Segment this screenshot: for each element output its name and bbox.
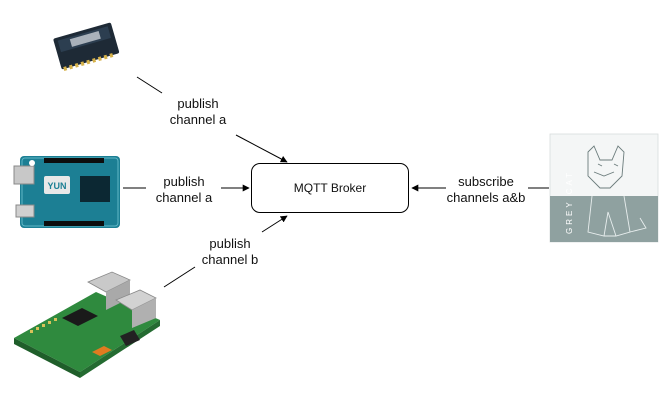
rpi-publish-line2: channel b xyxy=(201,252,259,267)
arduino-publish-line1: publish xyxy=(163,174,205,189)
esp-publish-line2: channel a xyxy=(169,112,227,127)
esp-publish-arrow xyxy=(235,134,288,163)
mqtt-broker-node: MQTT Broker xyxy=(251,163,409,213)
arduino-publish-label: publish channel a xyxy=(136,174,232,206)
rpi-publish-label: publish channel b xyxy=(182,236,278,268)
greycat-subscribe-line2: channels a&b xyxy=(446,190,526,205)
greycat-subscribe-label: subscribe channels a&b xyxy=(436,174,536,206)
grey-cat-logo-icon: GREY CAT xyxy=(549,133,659,243)
rpi-publish-arrow xyxy=(261,215,288,233)
arduino-yun-board-icon: YUN xyxy=(13,156,120,228)
raspberry-pi-board-icon xyxy=(14,271,160,378)
grey-cat-logo-text: GREY CAT xyxy=(565,170,574,234)
mqtt-broker-label: MQTT Broker xyxy=(293,181,367,195)
rpi-publish-line1: publish xyxy=(209,236,251,251)
rpi-connector-lower xyxy=(163,266,196,288)
esp-connector-upper xyxy=(136,76,163,94)
esp-wifi-module-icon xyxy=(36,6,138,82)
arduino-board-text: YUN xyxy=(47,181,66,191)
greycat-subscribe-line1: subscribe xyxy=(458,174,514,189)
arduino-publish-line2: channel a xyxy=(155,190,213,205)
esp-publish-line1: publish xyxy=(177,96,219,111)
esp-publish-label: publish channel a xyxy=(150,96,246,128)
